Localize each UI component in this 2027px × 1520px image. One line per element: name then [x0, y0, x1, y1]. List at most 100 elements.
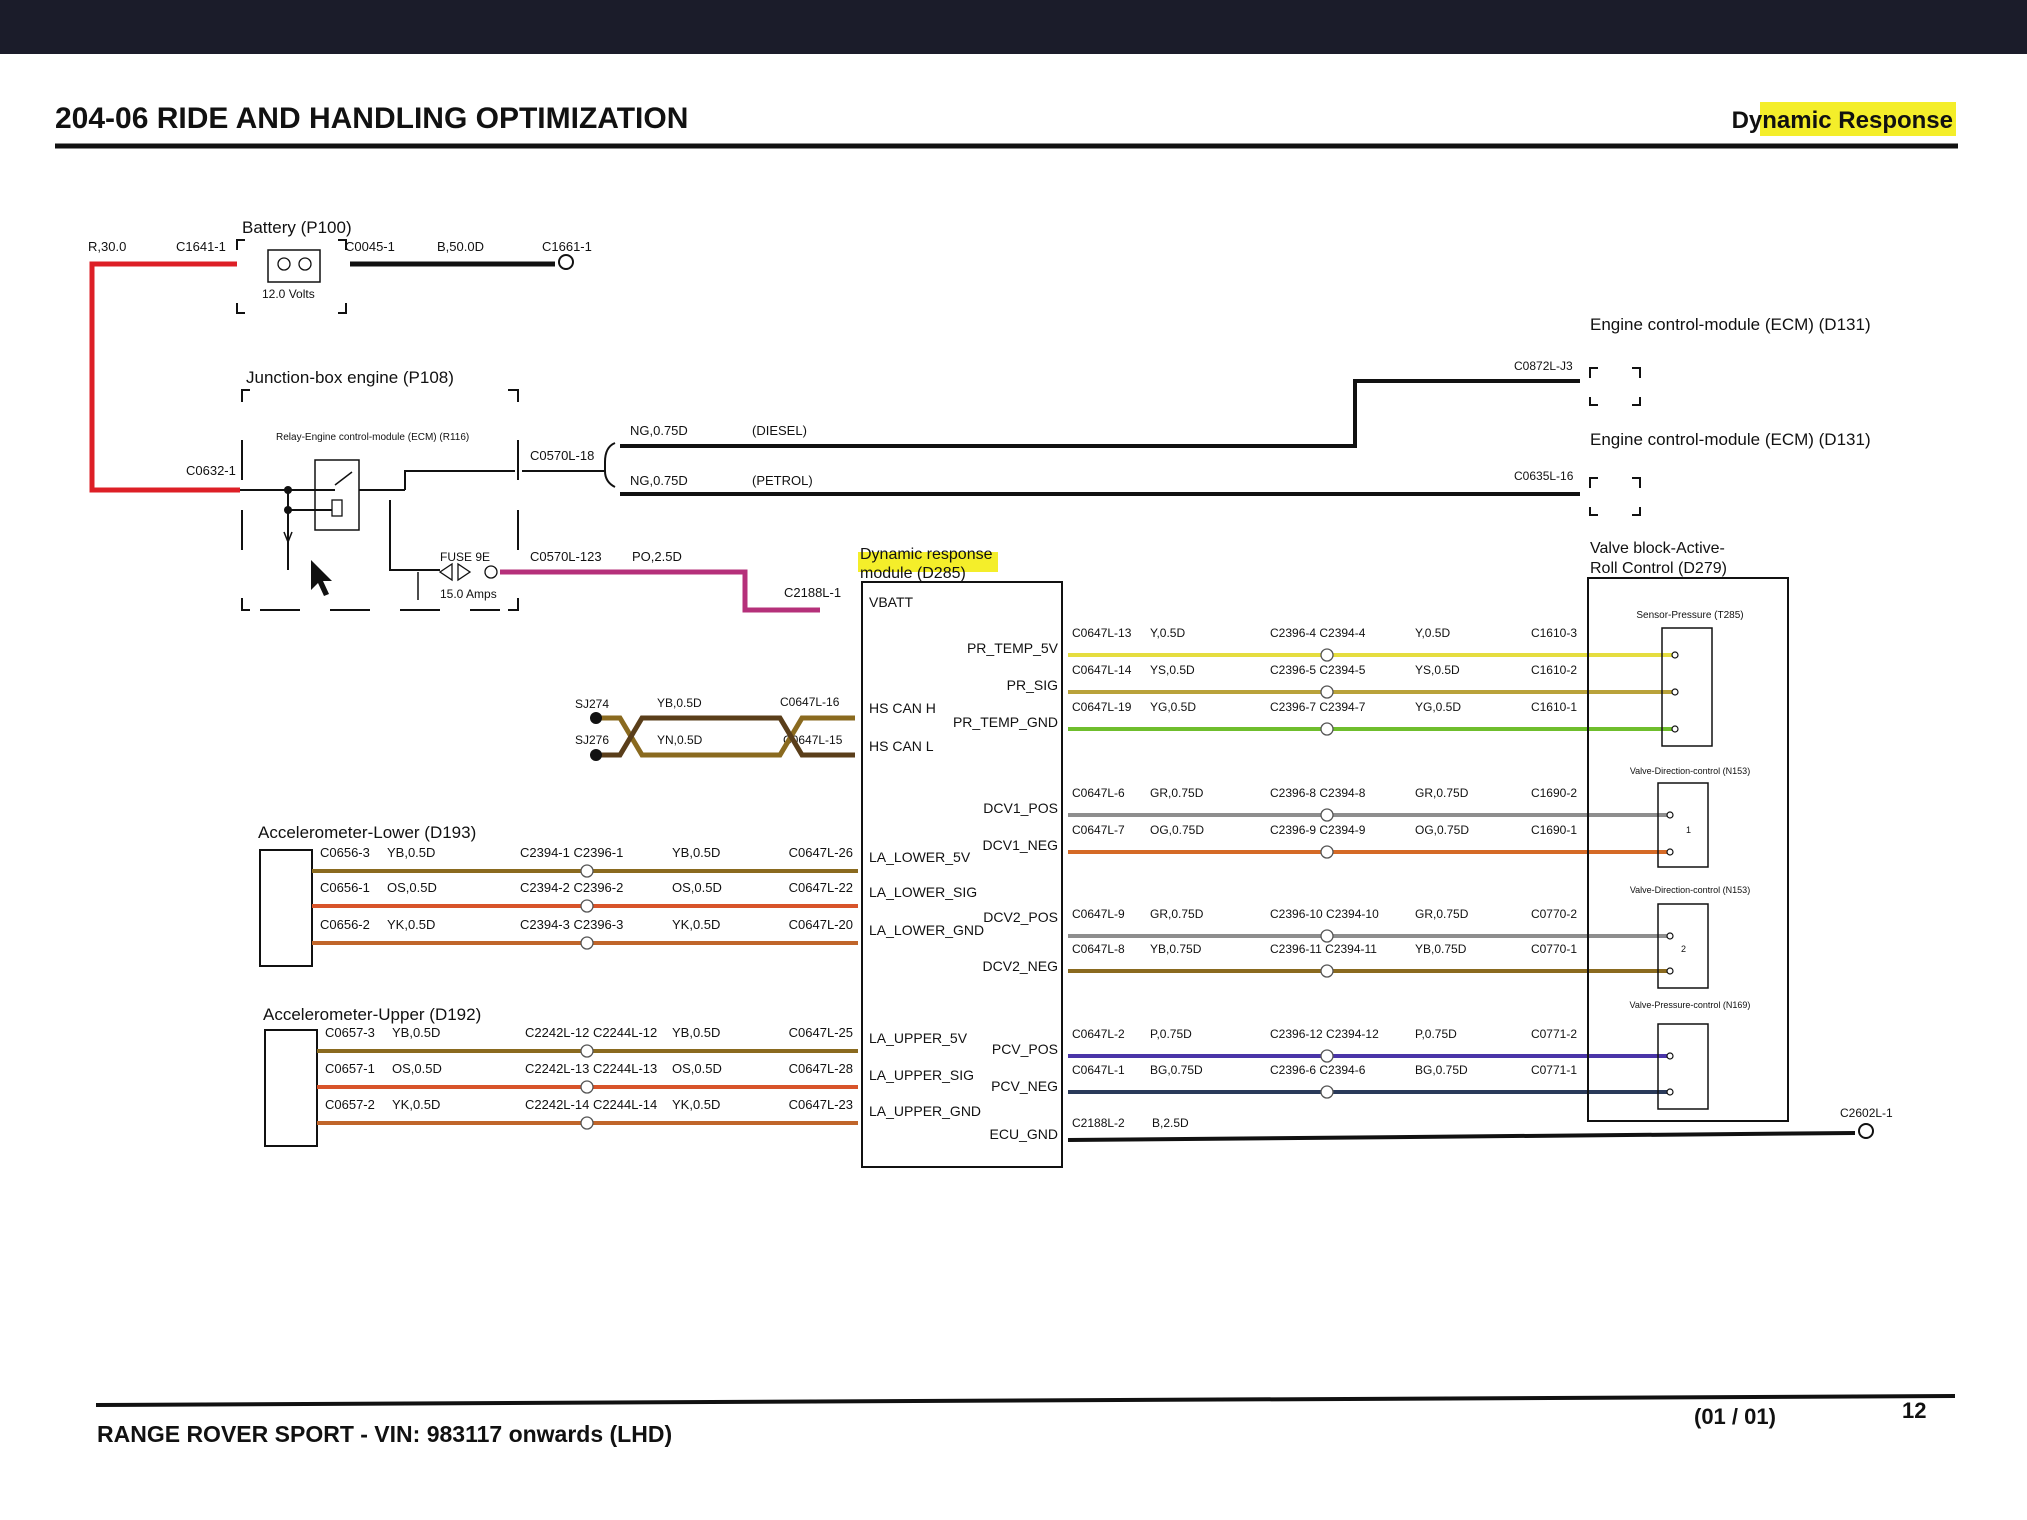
drm-pin-left-6: LA_UPPER_5V [869, 1030, 968, 1046]
valve-drm-conn: C0647L-6 [1072, 786, 1125, 800]
drm-pin-right-6: DCV2_NEG [983, 958, 1058, 974]
accel-upper-title: Accelerometer-Upper (D192) [263, 1005, 481, 1024]
accel-drm-conn: C0647L-23 [789, 1097, 853, 1112]
wire-red-30 [89, 261, 240, 493]
valve-pin-icon [1666, 848, 1674, 856]
accel-wire-label-2: OS,0.5D [672, 1061, 722, 1076]
footer-page-number: 12 [1902, 1398, 1926, 1423]
ecm-conn-1: C0872L-J3 [1514, 359, 1573, 373]
valve-wire-label: YB,0.75D [1150, 942, 1202, 956]
ecm-title-2: Engine control-module (ECM) (D131) [1590, 430, 1871, 449]
dcv2-box [1657, 903, 1709, 989]
dcv1-pin: 1 [1686, 825, 1691, 835]
valve-wire-label-2: GR,0.75D [1415, 786, 1469, 800]
relay-symbol [314, 459, 360, 531]
valve-mid-conn: C2396-6 C2394-6 [1270, 1063, 1366, 1077]
accel-lower-box [259, 849, 313, 967]
valve-pin-icon [1666, 811, 1674, 819]
wire-can-l [596, 715, 855, 758]
can-bus: SJ274 SJ276 YB,0.5D YN,0.5D C0647L-16 C0… [575, 695, 855, 761]
valve-conn: C0771-1 [1531, 1063, 1577, 1077]
ecm-wire-petrol: NG,0.75D [630, 473, 688, 488]
dcv2-label: Valve-Direction-control (N153) [1630, 885, 1750, 895]
inline-connector-icon [580, 936, 594, 950]
pcv-label: Valve-Pressure-control (N169) [1630, 1000, 1751, 1010]
battery-volts: 12.0 Volts [262, 287, 315, 301]
drm-pin-right-7: PCV_POS [992, 1041, 1058, 1057]
drm-pin-left-3: LA_LOWER_5V [869, 849, 971, 865]
ecm-bracket-2 [1589, 477, 1641, 516]
valve-block-title-1: Valve block-Active- [1590, 540, 1725, 557]
valve-wire-label: YS,0.5D [1150, 663, 1195, 677]
accel-mid-conn: C2242L-13 C2244L-13 [525, 1061, 657, 1076]
valve-wire-label: GR,0.75D [1150, 907, 1204, 921]
footer-vehicle: RANGE ROVER SPORT - VIN: 983117 onwards … [97, 1421, 672, 1447]
accel-mid-conn: C2394-3 C2396-3 [520, 917, 623, 932]
valve-wire-label-2: GR,0.75D [1415, 907, 1469, 921]
valve-drm-conn: C0647L-1 [1072, 1063, 1125, 1077]
pcv-box [1657, 1023, 1709, 1110]
accel-mid-conn: C2242L-12 C2244L-12 [525, 1025, 657, 1040]
inline-connector-icon [580, 1080, 594, 1094]
accel-wire-label-2: YB,0.5D [672, 1025, 720, 1040]
fuse-label: FUSE 9E [440, 550, 490, 564]
inline-connector-icon [1320, 648, 1334, 662]
can-wire-h: YB,0.5D [657, 696, 702, 710]
ecm-petrol: Engine control-module (ECM) (D131) C0635… [1514, 430, 1871, 516]
relay-output [389, 470, 515, 571]
drm-title-2: module (D285) [860, 565, 966, 582]
relay-switch-icon [334, 471, 353, 486]
ecm-title-1: Engine control-module (ECM) (D131) [1590, 315, 1871, 334]
accel-drm-conn: C0647L-26 [789, 845, 853, 860]
valve-pin-icon [1666, 967, 1674, 975]
valve-wire-label-2: BG,0.75D [1415, 1063, 1468, 1077]
splice-sj276-icon [590, 749, 602, 761]
fuse-terminal-icon [484, 565, 498, 579]
valve-pin-icon [1666, 1052, 1674, 1060]
drm-title: Dynamic response [860, 546, 993, 563]
dcv1-label: Valve-Direction-control (N153) [1630, 766, 1750, 776]
battery-title: Battery (P100) [242, 218, 352, 237]
valve-block-box [1587, 577, 1789, 1122]
valve-pin-icon [1666, 1088, 1674, 1096]
inline-connector-icon [1320, 845, 1334, 859]
battery-ground-conn: C1661-1 [542, 239, 592, 254]
valve-mid-conn: C2396-4 C2394-4 [1270, 626, 1366, 640]
splice-sj274-icon [590, 712, 602, 724]
junction-brace [522, 442, 616, 488]
battery-symbol [267, 249, 321, 283]
ecm-wire-diesel: NG,0.75D [630, 423, 688, 438]
drm-pin-right-3: DCV1_POS [983, 800, 1058, 816]
drm-pin-right-8: PCV_NEG [991, 1078, 1058, 1094]
accel-mid-conn: C2394-1 C2396-1 [520, 845, 623, 860]
accel-wire-label: OS,0.5D [387, 880, 437, 895]
drm-pin-right-4: DCV1_NEG [983, 837, 1058, 853]
valve-conn: C0770-1 [1531, 942, 1577, 956]
valve-block-title-2: Roll Control (D279) [1590, 560, 1727, 577]
accel-mid-conn: C2242L-14 C2244L-14 [525, 1097, 657, 1112]
battery-wire-in: R,30.0 [88, 239, 126, 254]
ecm-variant-petrol: (PETROL) [752, 473, 813, 488]
valve-wire-label: Y,0.5D [1150, 626, 1185, 640]
relay-label: Relay-Engine control-module (ECM) (R116) [276, 432, 469, 443]
relay-ground-icon [283, 531, 293, 545]
accel-wire-label: OS,0.5D [392, 1061, 442, 1076]
drm-pin-left-8: LA_UPPER_GND [869, 1103, 981, 1119]
drm-pin-right-1: PR_SIG [1007, 677, 1058, 693]
battery-bracket [236, 239, 347, 314]
inline-connector-icon [580, 864, 594, 878]
sensor-label: Sensor-Pressure (T285) [1636, 610, 1743, 621]
valve-drm-conn: C0647L-14 [1072, 663, 1132, 677]
battery-conn-right: C0045-1 [345, 239, 395, 254]
relay-coil-icon [331, 499, 343, 517]
drm-box [861, 581, 1063, 1168]
valve-wire-label: YG,0.5D [1150, 700, 1196, 714]
junction-bracket [241, 389, 519, 611]
drm-pin-left-5: LA_LOWER_GND [869, 922, 984, 938]
valve-conn: C1610-3 [1531, 626, 1577, 640]
battery-group: Battery (P100) 12.0 Volts R,30.0 C1641-1… [88, 218, 592, 314]
accel-conn: C0656-2 [320, 917, 370, 932]
inline-connector-icon [1320, 964, 1334, 978]
accel-wire-label: YB,0.5D [387, 845, 435, 860]
